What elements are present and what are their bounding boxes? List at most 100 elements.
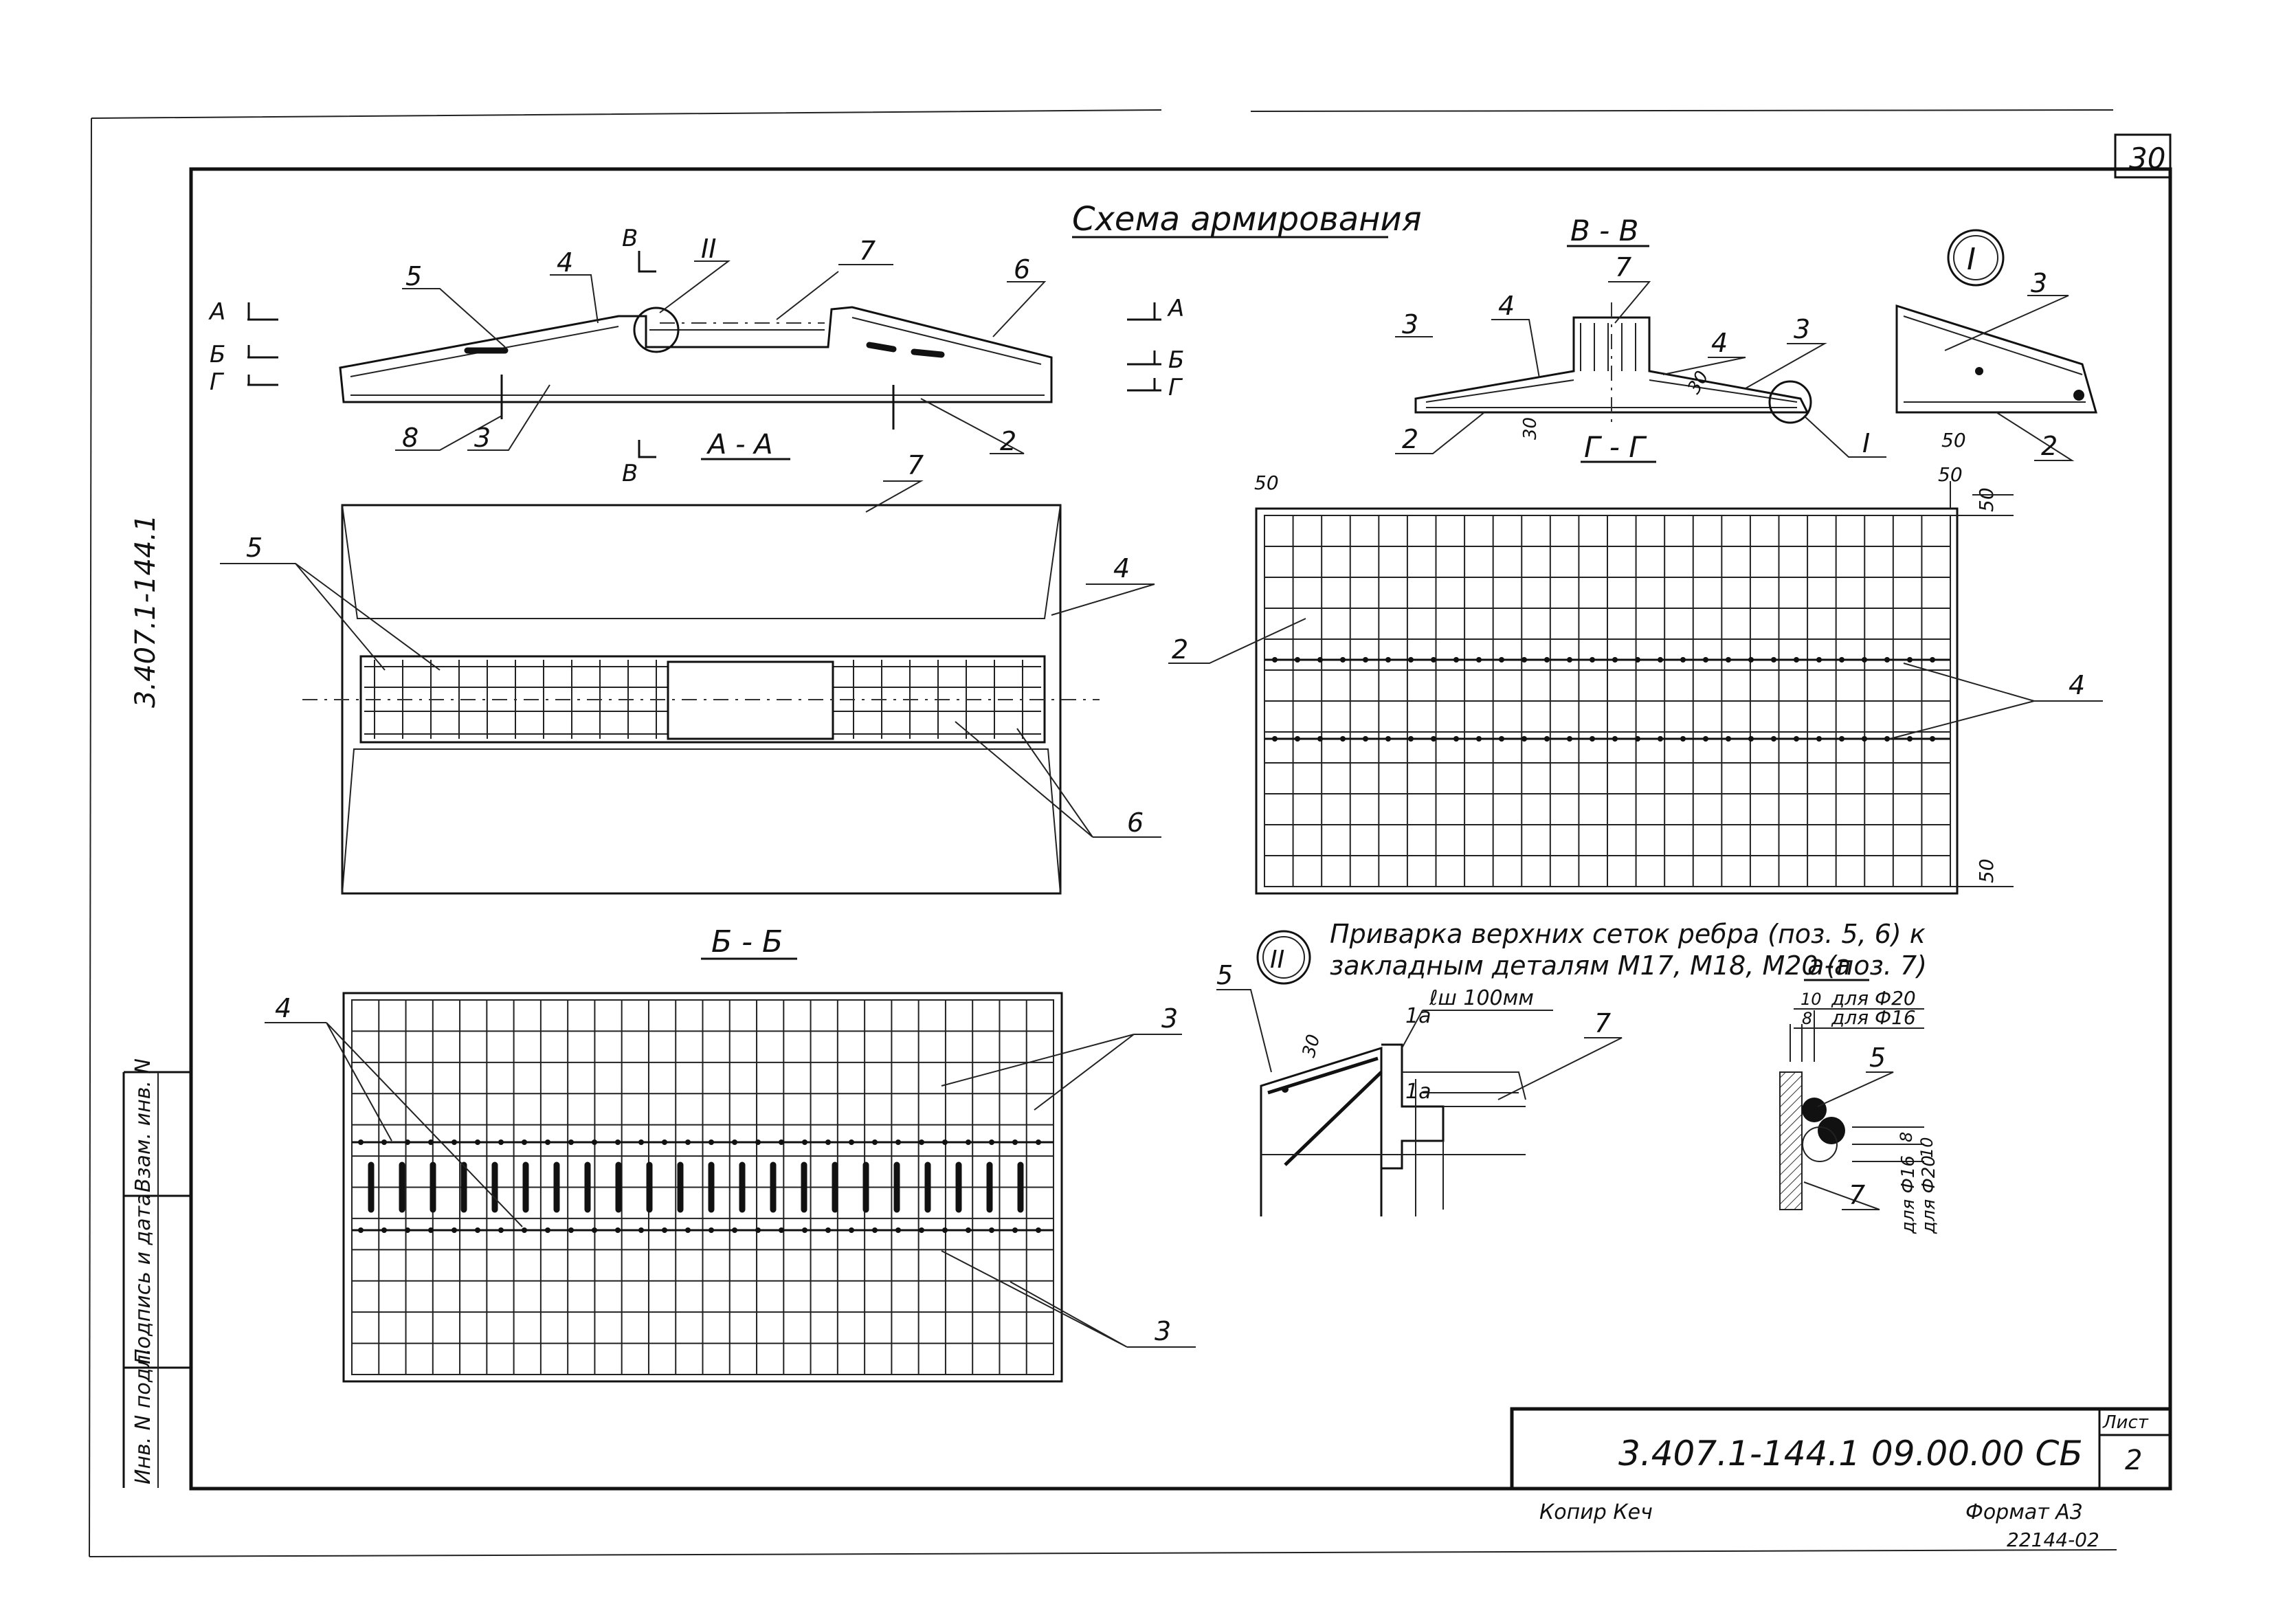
section-gg-dim-top-left: 50 [1254,471,1279,494]
detail-ii-plate [1402,1071,1526,1100]
mesh-rib-dot [662,1227,667,1233]
callout-aa-8: 8 [402,423,419,453]
section-bb-outline [342,992,1063,1383]
format-label: Формат А3 [1965,1500,2083,1524]
outer-border-bottom [89,1549,2117,1557]
callout-vv-7: 7 [1615,252,1631,282]
detail-ii-dim: 30 [1299,1032,1325,1060]
mesh-rib-dot [1612,657,1618,663]
callout-leader-di-3 [1944,295,2069,351]
mesh-rib-dot [895,1227,901,1233]
mesh-rib-dot [1612,736,1618,742]
mesh-rib-dot [381,1227,387,1233]
mesh-rib-dot [1476,657,1482,663]
detail-ii: II Приварка верхних сеток ребра (поз. 5,… [1216,919,1927,1216]
detail-aa-dim-side-2: 10 [1917,1137,1937,1158]
detail-aa-note-side-1: для Ф16 [1898,1155,1919,1234]
mesh-rib-dot [1658,736,1663,742]
mesh-rib-dot [1884,736,1890,742]
callout-leader-daa-5 [1817,1071,1894,1107]
cut-v-marks [638,251,656,458]
mesh-rib-dot [966,1227,971,1233]
section-bb-title: Б - Б [711,924,783,959]
mesh-rib-dot [1036,1227,1041,1233]
stamp-block [1510,1407,2172,1491]
callout-leader-7 [776,264,893,320]
mesh-rib-dot [685,1227,691,1233]
mesh-rib-dot [1703,736,1708,742]
cut-label-b-right: Б [1168,346,1184,374]
cut-label-a-right: А [1167,295,1184,322]
mesh-rib-dot [1363,736,1368,742]
detail-ii-rib [1260,1046,1383,1216]
mesh-rib-dot [1794,736,1799,742]
callout-vv-2: 2 [1402,424,1418,454]
callout-leader-daa-7 [1803,1181,1880,1210]
detail-aa-note-top-1: для Ф20 [1831,987,1916,1010]
detail-ii-embed-bars [1442,1106,1526,1210]
callout-daa-5: 5 [1869,1043,1886,1073]
mesh-rib-dot [1680,657,1686,663]
mesh-rib-dot [1522,657,1527,663]
callout-leader-vv-3r [1745,343,1827,389]
callout-leader-vv-7 [1608,281,1651,324]
mesh-rib-dot [638,1227,644,1233]
mesh-rib-dot [1907,657,1913,663]
copied-label: Копир Кеч [1539,1500,1653,1524]
mesh-rib-dot [1748,736,1754,742]
mesh-rib-dot [755,1227,761,1233]
mesh-rib-dot [709,1227,714,1233]
section-bb-grid [352,1000,1054,1375]
section-aa-outline [339,306,1053,403]
mesh-rib-dot [1930,736,1935,742]
detail-ii-cut-label: а-а [1807,950,1851,981]
section-bb-ties [368,1161,1024,1213]
cut-label-g-left: Г [210,368,225,396]
callout-gg-2: 2 [1172,634,1188,665]
mesh-rib-dot [1726,657,1731,663]
mesh-rib-dot [942,1139,948,1145]
mesh-rib-dot [1295,657,1300,663]
mesh-rib-dot [1748,657,1754,663]
section-vv-dim-2: 30 [1684,368,1713,398]
mesh-rib-dot [592,1139,597,1145]
mesh-rib-dot [498,1227,504,1233]
mesh-rib-dot [428,1139,434,1145]
sheet-number-top: 30 [2129,142,2165,175]
callout-bb-3-top: 3 [1161,1003,1178,1034]
mesh-rib-dot [966,1139,971,1145]
mesh-rib-dot [1703,657,1708,663]
callout-leader-plan-5 [220,563,441,671]
mesh-rib-dot [942,1227,948,1233]
mesh-rib-dot [568,1227,574,1233]
mesh-rib-dot [1567,657,1572,663]
detail-aa-side-dim-lines [1852,1126,1924,1162]
mesh-rib-dot [1036,1139,1041,1145]
mesh-rib-dot [919,1139,924,1145]
callout-aa-ii: II [701,234,716,264]
mesh-rib-dot [849,1227,854,1233]
mesh-rib-dot [1816,657,1822,663]
callout-vv-4-right: 4 [1711,328,1728,358]
mesh-rib-dot [1839,736,1844,742]
callout-dii-7: 7 [1594,1008,1611,1038]
mesh-rib-dot [662,1139,667,1145]
callout-leader-4 [550,274,599,324]
detail-ii-title-line1: Приварка верхних сеток ребра (поз. 5, 6)… [1330,919,1926,949]
callout-aa-6: 6 [1014,254,1030,285]
mesh-rib-dot [709,1139,714,1145]
mesh-rib-dot [592,1227,597,1233]
mesh-rib-dot [919,1227,924,1233]
mesh-rib-dot [522,1227,527,1233]
mesh-rib-dot [1295,736,1300,742]
cut-label-v-bottom: В [622,460,638,487]
mesh-rib-dot [1317,736,1323,742]
mesh-rib-dot [1272,736,1278,742]
callout-aa-5: 5 [405,261,422,291]
plan-top: 5 7 4 6 [220,450,1161,895]
detail-aa-plate [1779,1071,1803,1210]
callout-leader-6 [992,281,1047,337]
mesh-rib-dot [1012,1227,1018,1233]
callout-aa-7: 7 [859,236,876,266]
mesh-rib-dot [1408,736,1414,742]
